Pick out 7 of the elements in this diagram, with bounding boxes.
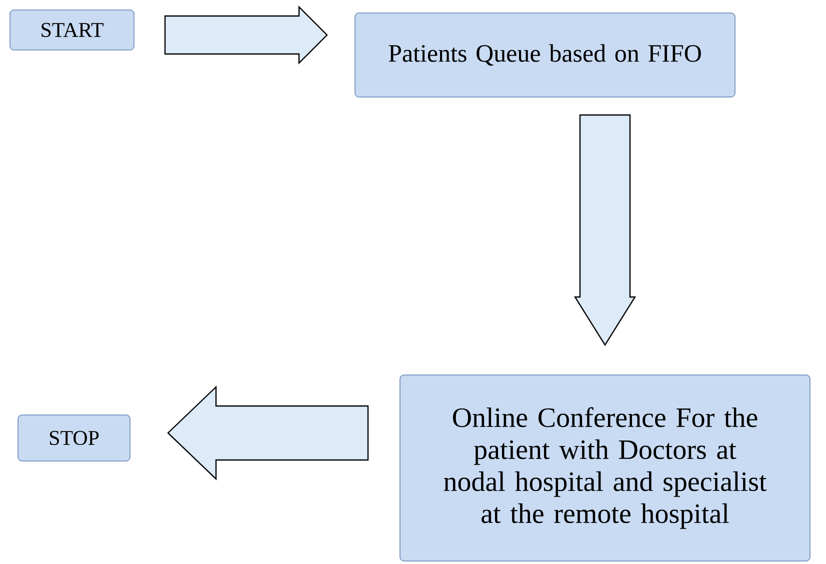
process-box: STOP xyxy=(18,414,130,462)
block-arrow xyxy=(164,6,328,64)
process-box: Patients Queue based on FIFO xyxy=(354,12,736,98)
process-box: Online Conference For the patient with Doctors at nodal hospital and specialist at the remote hospital xyxy=(400,374,810,562)
block-arrow xyxy=(167,386,369,480)
block-arrow xyxy=(574,114,636,346)
process-box: START xyxy=(10,10,134,50)
